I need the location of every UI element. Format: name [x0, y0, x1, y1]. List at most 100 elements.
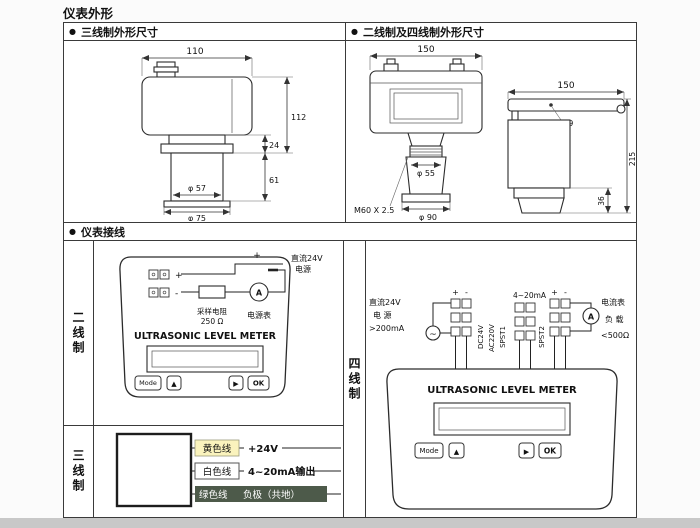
meter-label: 电源表: [247, 310, 271, 320]
lcd-display: [145, 344, 264, 373]
sensor-box: [115, 432, 192, 508]
resistor-label-1: 采样电阻: [197, 306, 227, 316]
svg-text:▲: ▲: [171, 380, 177, 388]
clasp: [511, 109, 519, 121]
hinge: [616, 103, 626, 114]
label-four-wire: 四线制: [344, 241, 366, 517]
resistor-label-2: 250 Ω: [200, 317, 223, 326]
supply-name-2: 电源: [295, 264, 311, 274]
header-three-wire-outline-label: 三线制外形尺寸: [80, 25, 158, 39]
label-4-20ma: 4~20mA: [513, 291, 547, 300]
ammeter: A: [581, 307, 600, 325]
label-spst1: SPST1: [499, 326, 507, 348]
header-wiring: ● 仪表接线: [64, 223, 636, 241]
device-name: ULTRASONIC LEVEL METER: [134, 331, 277, 342]
supply-plus-label: +: [253, 251, 261, 261]
supply-name-1: 直流24V: [291, 253, 323, 263]
base: [162, 199, 231, 208]
load-label: 负 载: [605, 314, 624, 324]
label-ac220v: AC220V: [488, 324, 496, 352]
horn: [169, 151, 224, 202]
svg-text:A: A: [255, 288, 262, 297]
right-button: ▶: [228, 375, 243, 390]
label-dc24v: DC24V: [477, 325, 485, 349]
mode-button: Mode: [414, 442, 443, 459]
step: [513, 186, 565, 199]
wire-row-green: 绿色线 负极（共地）: [190, 486, 341, 502]
top-connector: [152, 60, 179, 78]
bullet-icon: ●: [69, 26, 76, 36]
wire-desc: +24V: [248, 444, 278, 455]
dim-base-dia: φ 75: [188, 214, 206, 221]
terminal-block: + -: [148, 269, 183, 299]
wire-desc: 负极（共地）: [243, 489, 300, 501]
display-window: [389, 88, 463, 123]
dim-horn-dia: φ 57: [188, 184, 206, 193]
right-button: ▶: [518, 442, 534, 459]
four-wire-wiring-diagram: 直流24V 电 源 >200mA ~ + -: [369, 288, 629, 510]
supply-label-1: 直流24V: [369, 297, 401, 307]
device-name: ULTRASONIC LEVEL METER: [427, 385, 577, 396]
dim-horn-height: 61: [269, 176, 279, 185]
current-terminal-block: + -: [549, 288, 570, 369]
dim-horn-dia: φ 55: [417, 169, 435, 178]
horn-right: [517, 196, 565, 214]
page-title: 仪表外形: [63, 6, 114, 21]
up-button: ▲: [166, 375, 181, 390]
power-terminal-block: + -: [450, 288, 471, 369]
cell-four-wire-diagram: 直流24V 电 源 >200mA ~ + -: [366, 241, 636, 517]
cell-two-four-wire-outline: 150 φ 55 M60 X 2.5: [346, 41, 636, 223]
ok-button: OK: [247, 375, 269, 390]
terminal-minus-label: -: [175, 289, 178, 299]
dim-neck-height: 24: [269, 141, 279, 150]
lid-hole: [549, 102, 553, 107]
wire-name: 白色线: [202, 466, 231, 478]
current-meter-label: 电流表: [601, 297, 625, 307]
two-wire-wiring-diagram: + - + 直流24V 电源 A: [118, 251, 323, 398]
cell-three-wire-outline: 110 φ 57 φ 75 2: [64, 41, 346, 223]
svg-text:Mode: Mode: [139, 379, 157, 387]
svg-text:▲: ▲: [453, 448, 459, 456]
svg-text:OK: OK: [543, 447, 556, 456]
svg-text:OK: OK: [252, 379, 264, 387]
svg-text:▶: ▶: [523, 448, 529, 456]
thread: [409, 144, 443, 158]
wire-row-white: 白色线 4~20mA输出: [190, 462, 341, 480]
dim-left-width: 150: [417, 45, 434, 55]
svg-text:-: -: [564, 288, 567, 297]
outline-drawing-two-four-wire: 150 φ 55 M60 X 2.5: [354, 45, 636, 221]
cell-two-wire-diagram: + - + 直流24V 电源 A: [94, 241, 344, 426]
svg-text:+: +: [551, 288, 558, 297]
svg-text:-: -: [465, 288, 468, 297]
dim-right-height: 215: [628, 151, 636, 166]
resistor: [197, 284, 226, 299]
supply-label-3: >200mA: [369, 324, 405, 333]
ac-source-symbol: ~: [424, 302, 451, 341]
wiring-area: 二线制 + - + 直流24V: [64, 241, 636, 517]
bullet-icon: ●: [69, 226, 76, 236]
cell-three-wire-diagram: 黄色线 +24V 白色线 4~20mA输出 绿色线 负极（共地）: [94, 426, 344, 517]
ok-button: OK: [538, 442, 561, 459]
ammeter: A: [248, 281, 269, 302]
lid: [507, 97, 625, 112]
svg-text:Mode: Mode: [419, 447, 438, 455]
housing: [369, 69, 483, 134]
neck: [167, 133, 226, 145]
dim-thread: M60 X 2.5: [354, 206, 394, 215]
bullet-icon: ●: [351, 26, 358, 36]
body: [507, 118, 571, 189]
dim-width: 110: [186, 47, 203, 57]
cable-glands: [383, 57, 465, 72]
neck: [407, 131, 445, 147]
spec-table: ● 三线制外形尺寸 ● 二线制及四线制外形尺寸 110 φ 57: [63, 22, 637, 518]
output-terminal-block: [514, 302, 535, 369]
supply-label-2: 电 源: [373, 310, 392, 320]
dim-base-dia: φ 90: [419, 213, 437, 221]
header-two-four-wire-outline-label: 二线制及四线制外形尺寸: [362, 25, 484, 39]
svg-text:+: +: [452, 288, 459, 297]
page-bottom-strip: [0, 518, 700, 528]
svg-text:A: A: [587, 313, 594, 322]
dim-right-width: 150: [557, 81, 574, 91]
svg-text:▶: ▶: [233, 380, 239, 388]
terminal-plus-label: +: [175, 271, 183, 281]
